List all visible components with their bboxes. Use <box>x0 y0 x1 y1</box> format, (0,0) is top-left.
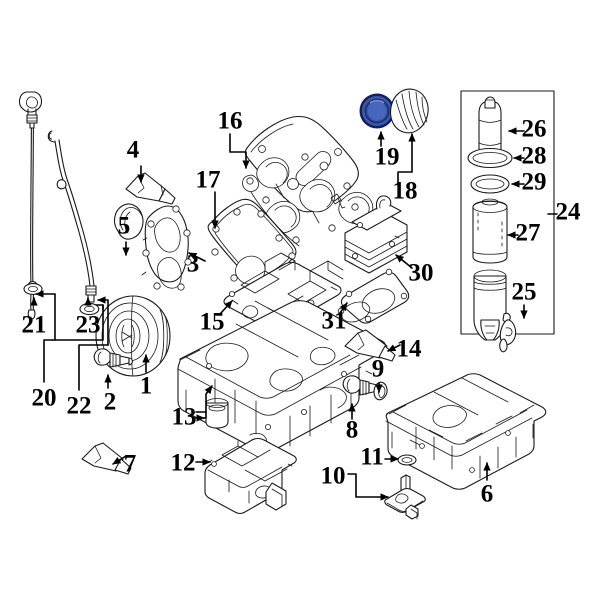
callout-number-5[interactable]: 5 <box>118 213 131 240</box>
part-oil-filter-element <box>472 198 508 264</box>
callout-number-7[interactable]: 7 <box>124 451 137 478</box>
part-sealant-tube-14 <box>344 329 396 362</box>
callout-number-29[interactable]: 29 <box>522 169 547 196</box>
part-upper-oil-pan <box>177 300 387 453</box>
part-valve-cover-gasket <box>207 198 297 294</box>
part-front-crankshaft-seal <box>113 203 144 240</box>
callout-number-13[interactable]: 13 <box>172 404 197 431</box>
callout-number-21[interactable]: 21 <box>22 312 47 339</box>
callout-number-2[interactable]: 2 <box>104 389 117 416</box>
part-drain-plug-gasket <box>373 381 388 401</box>
callout-number-17[interactable]: 17 <box>196 167 221 194</box>
part-dipstick-seal <box>23 283 43 295</box>
leader-lines <box>30 127 558 501</box>
part-oil-level-sensor-seal <box>397 454 417 466</box>
callout-number-25[interactable]: 25 <box>512 279 537 306</box>
part-oil-filler-cap-seal-highlighted <box>359 93 395 129</box>
callout-number-26[interactable]: 26 <box>522 116 547 143</box>
callout-number-24[interactable]: 24 <box>556 199 582 226</box>
part-dipstick-guide-tube <box>47 130 97 303</box>
callout-number-12[interactable]: 12 <box>171 450 196 477</box>
callout-number-9[interactable]: 9 <box>372 356 385 383</box>
part-oil-filter-housing <box>473 269 517 353</box>
callout-number-4[interactable]: 4 <box>127 137 140 164</box>
callout-number-16[interactable]: 16 <box>218 108 243 135</box>
callout-number-18[interactable]: 18 <box>393 178 418 205</box>
part-oil-filler-cap <box>390 88 429 134</box>
callout-number-11[interactable]: 11 <box>360 444 384 471</box>
callout-number-10[interactable]: 10 <box>321 463 346 490</box>
part-oil-cooler-gasket <box>337 268 410 324</box>
callout-number-22[interactable]: 22 <box>67 393 92 420</box>
callout-number-27[interactable]: 27 <box>516 220 541 247</box>
callout-number-15[interactable]: 15 <box>200 309 225 336</box>
callout-number-3[interactable]: 3 <box>187 251 200 278</box>
callout-number-1[interactable]: 1 <box>140 373 153 400</box>
callout-number-23[interactable]: 23 <box>76 312 101 339</box>
part-oil-pump-pickup-housing <box>204 437 297 515</box>
part-guide-tube-seal <box>79 302 100 316</box>
part-lower-oil-pan <box>385 373 547 490</box>
callout-number-20[interactable]: 20 <box>32 385 57 412</box>
part-oil-level-sensor <box>384 474 426 520</box>
callout-number-6[interactable]: 6 <box>481 481 494 508</box>
part-oil-dipstick <box>18 91 43 320</box>
part-oil-filter-o-ring-small <box>470 174 510 194</box>
callout-number-14[interactable]: 14 <box>397 336 423 363</box>
part-oil-baffle <box>223 252 344 331</box>
callout-number-31[interactable]: 31 <box>322 308 347 335</box>
callout-number-8[interactable]: 8 <box>346 417 359 444</box>
callout-number-19[interactable]: 19 <box>375 144 400 171</box>
part-oil-drain-plug <box>342 375 381 396</box>
callout-number-28[interactable]: 28 <box>522 143 547 170</box>
callout-number-30[interactable]: 30 <box>409 260 434 287</box>
part-timing-cover <box>141 205 192 291</box>
part-crankshaft-pulley-bolt <box>93 348 133 368</box>
part-oil-filter-o-ring-large <box>467 147 513 169</box>
part-oil-cooler <box>344 195 408 274</box>
part-oil-filter-cap <box>478 96 502 159</box>
part-oil-pan-bushing <box>205 398 229 429</box>
